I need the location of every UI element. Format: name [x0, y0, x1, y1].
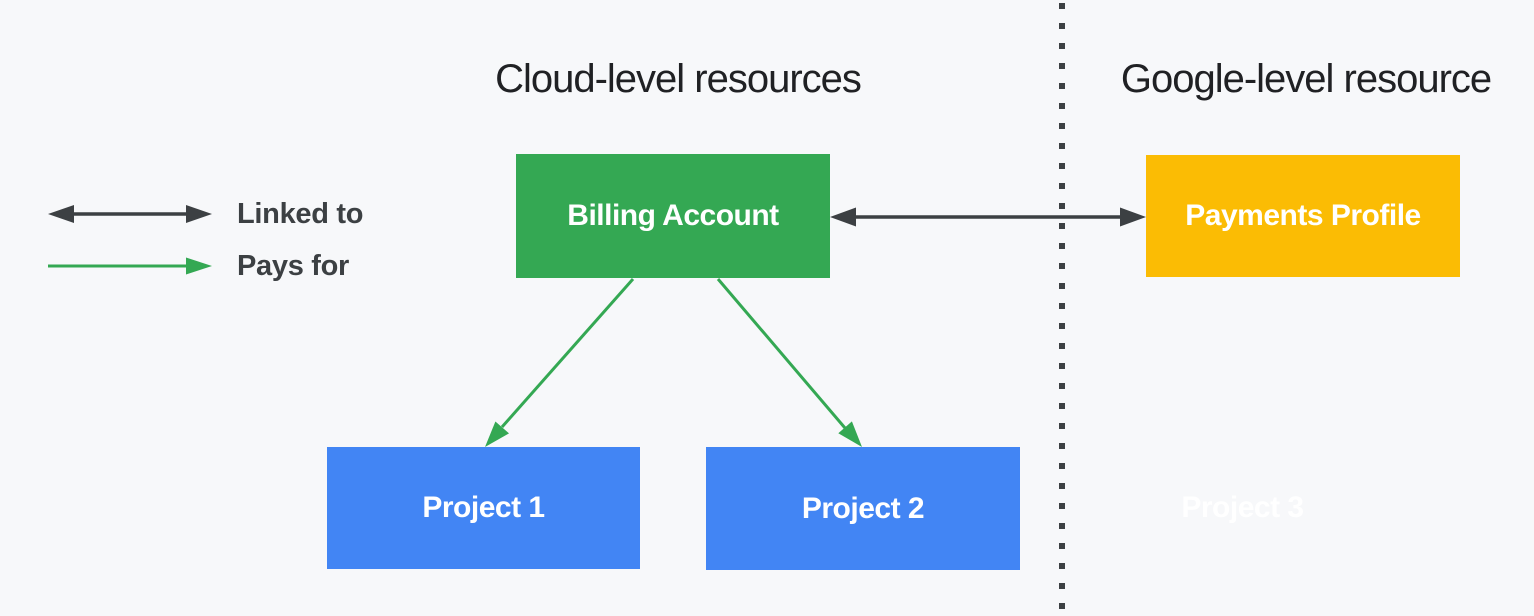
linked-to-arrow-icon [48, 205, 212, 223]
section-divider-dotted-line [1059, 3, 1065, 613]
project-3-label: Project 3 [1181, 491, 1304, 524]
legend-label-linked-to: Linked to [237, 198, 364, 230]
google-level-heading: Google-level resource [1120, 57, 1492, 101]
linked-to-connector-arrowhead-right [1120, 207, 1146, 227]
project-2-label: Project 2 [801, 491, 925, 525]
billing-account-label: Billing Account [567, 199, 779, 232]
linked-to-arrowhead-right [186, 205, 212, 223]
linked-to-connector-arrowhead-left [830, 207, 856, 227]
cloud-level-heading: Cloud-level resources [495, 57, 862, 101]
pays-for-arrowhead [186, 257, 212, 275]
pays-for-project1-arrowhead [485, 421, 509, 447]
project-1-node: Project 1 [327, 447, 640, 569]
project-2-node: Project 2 [706, 447, 1020, 570]
payments-profile-label: Payments Profile [1185, 199, 1421, 232]
pays-for-project2-arrowhead [838, 421, 862, 447]
legend-label-pays-for: Pays for [237, 250, 350, 282]
pays-for-arrow-icon [48, 257, 212, 275]
linked-to-connector [830, 207, 1146, 227]
billing-account-node: Billing Account [516, 154, 830, 278]
pays-for-project2-line [716, 278, 847, 429]
pays-for-connector-project1 [485, 278, 635, 447]
pays-for-connector-project2 [716, 278, 862, 447]
pays-for-project1-line [500, 278, 635, 428]
payments-profile-node: Payments Profile [1146, 155, 1460, 277]
project-3-node: Project 3 [1086, 447, 1399, 569]
linked-to-arrowhead-left [48, 205, 74, 223]
project-1-label: Project 1 [422, 491, 545, 524]
